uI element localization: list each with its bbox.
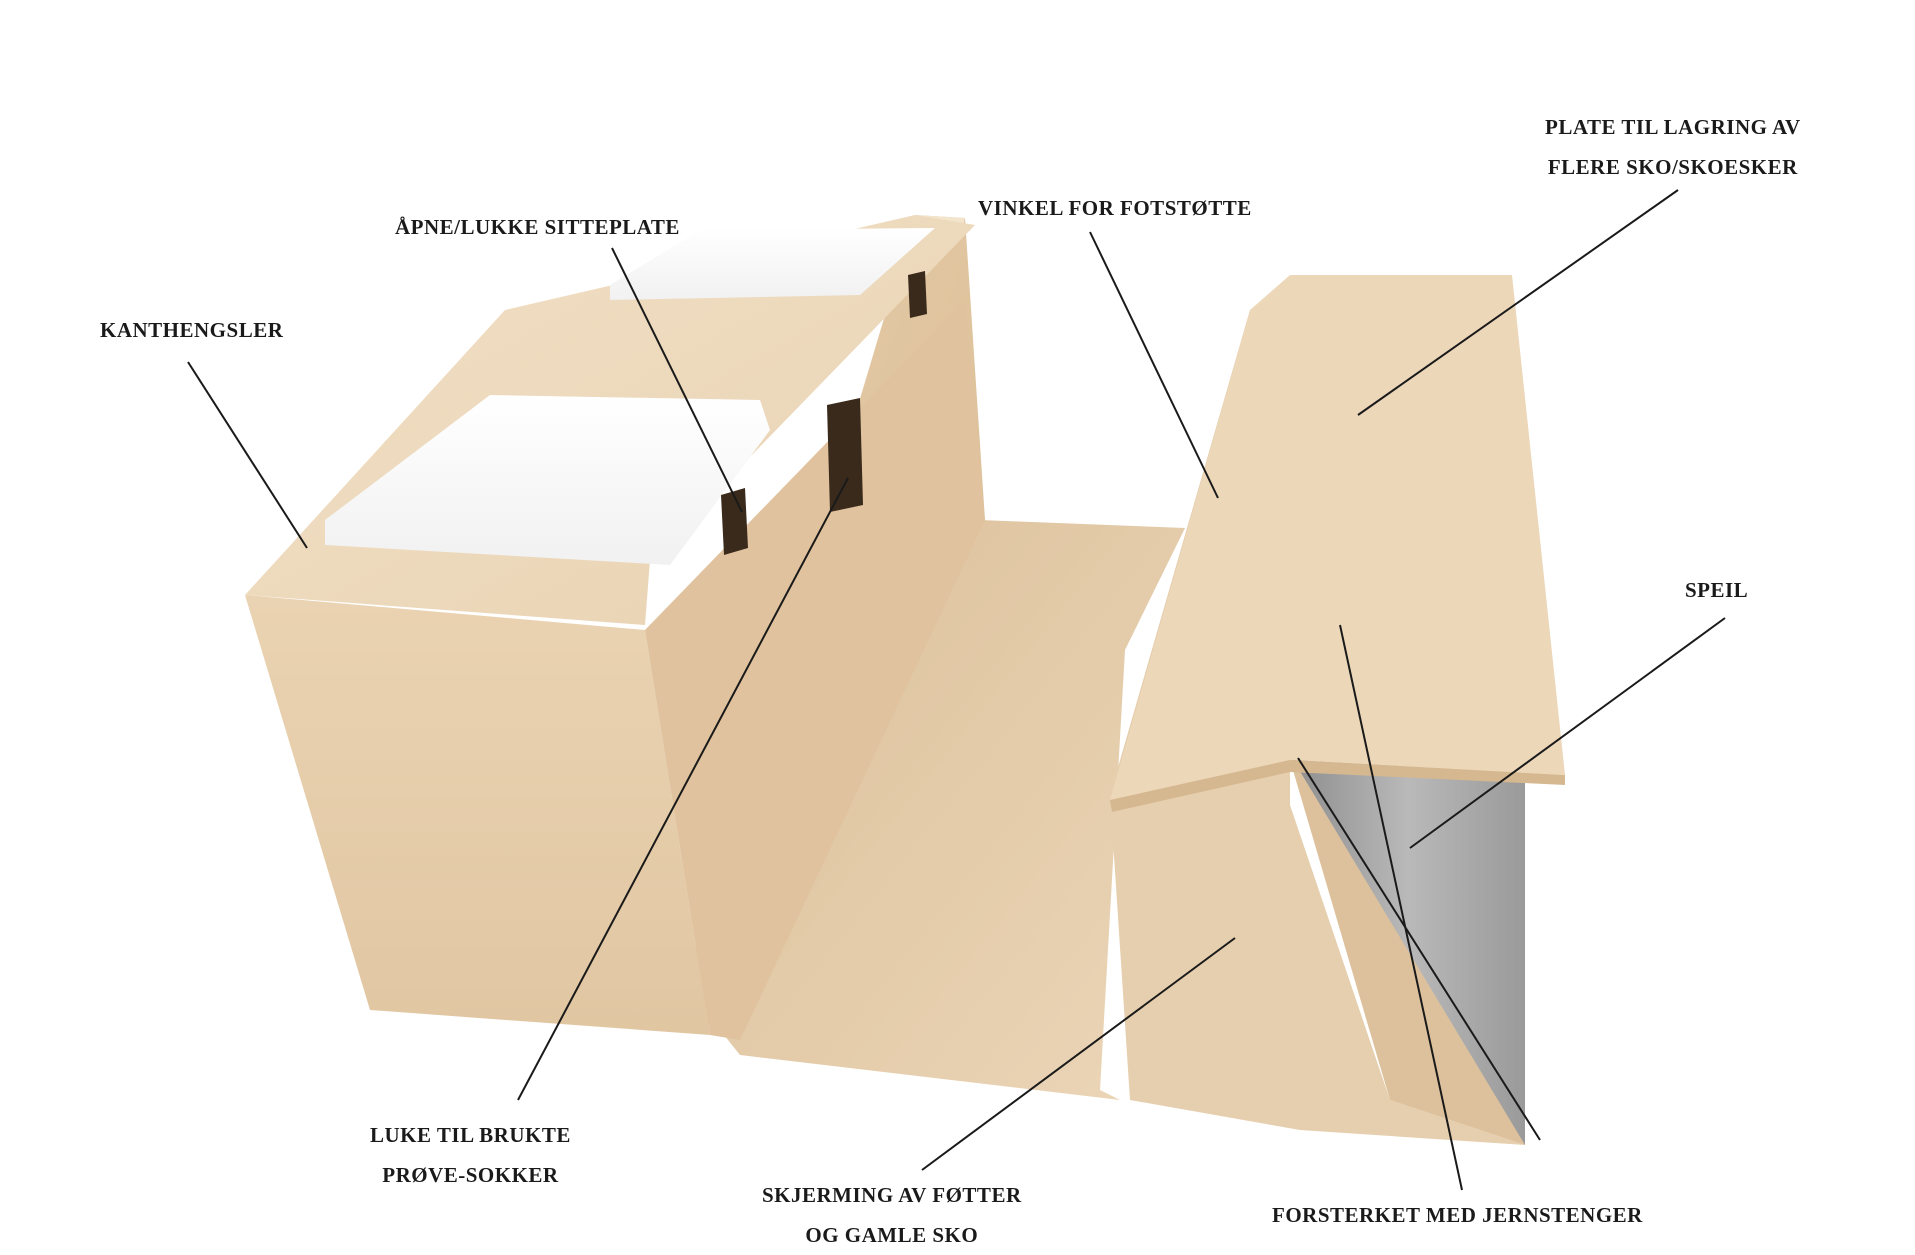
seat-inner-side — [645, 300, 985, 1040]
label-luke-line2: PRØVE-SOKKER — [382, 1163, 559, 1187]
seat-cushion-back — [610, 228, 935, 300]
label-apne-lukke-text: ÅPNE/LUKKE SITTEPLATE — [395, 215, 680, 239]
label-forsterket-text: FORSTERKET MED JERNSTENGER — [1272, 1203, 1643, 1227]
storage-plate-edge — [1110, 760, 1565, 812]
leader-forsterket-2 — [1297, 757, 1541, 1141]
label-skjerming-line2: OG GAMLE SKO — [805, 1223, 979, 1247]
label-plate-til-lagring: PLATE TIL LAGRING AV FLERE SKO/SKOESKER — [1545, 107, 1801, 187]
label-skjerming: SKJERMING AV FØTTER OG GAMLE SKO — [762, 1175, 1022, 1255]
label-apne-lukke-sitteplate: ÅPNE/LUKKE SITTEPLATE — [395, 207, 680, 247]
storage-plate — [1110, 275, 1565, 800]
leader-lines — [187, 189, 1726, 1191]
label-kanthengsler: KANTHENGSLER — [100, 310, 283, 350]
seat-front — [245, 595, 710, 1035]
label-vinkel-text: VINKEL FOR FOTSTØTTE — [978, 196, 1252, 220]
label-plate-line1: PLATE TIL LAGRING AV — [1545, 115, 1801, 139]
sock-hatch-slot — [827, 398, 863, 512]
floor-panel — [720, 520, 1185, 1100]
leader-skjerming — [921, 937, 1236, 1171]
label-forsterket: FORSTERKET MED JERNSTENGER — [1272, 1195, 1643, 1235]
label-skjerming-line1: SKJERMING AV FØTTER — [762, 1183, 1022, 1207]
label-vinkel-for-fotstotte: VINKEL FOR FOTSTØTTE — [978, 188, 1252, 228]
mirror-panel — [1292, 758, 1525, 1145]
label-luke-line1: LUKE TIL BRUKTE — [370, 1123, 571, 1147]
label-plate-line2: FLERE SKO/SKOESKER — [1547, 155, 1798, 179]
leader-plate — [1357, 189, 1679, 416]
label-kanthengsler-text: KANTHENGSLER — [100, 318, 284, 342]
label-speil-text: SPEIL — [1685, 578, 1749, 602]
leader-forsterket — [1339, 624, 1463, 1191]
leader-speil — [1409, 617, 1726, 849]
label-speil: SPEIL — [1685, 570, 1748, 610]
label-luke-til-brukte: LUKE TIL BRUKTE PRØVE-SOKKER — [370, 1115, 571, 1195]
right-box-front — [1110, 740, 1525, 1145]
hinge-slot-upper — [908, 271, 927, 318]
leader-luke — [517, 477, 849, 1101]
hinge-slot-lower — [721, 488, 748, 555]
leader-apne-lukke — [611, 247, 743, 513]
leader-vinkel — [1089, 231, 1219, 499]
leader-kanthengsler — [187, 361, 308, 549]
seat-cushion-front — [325, 395, 770, 565]
